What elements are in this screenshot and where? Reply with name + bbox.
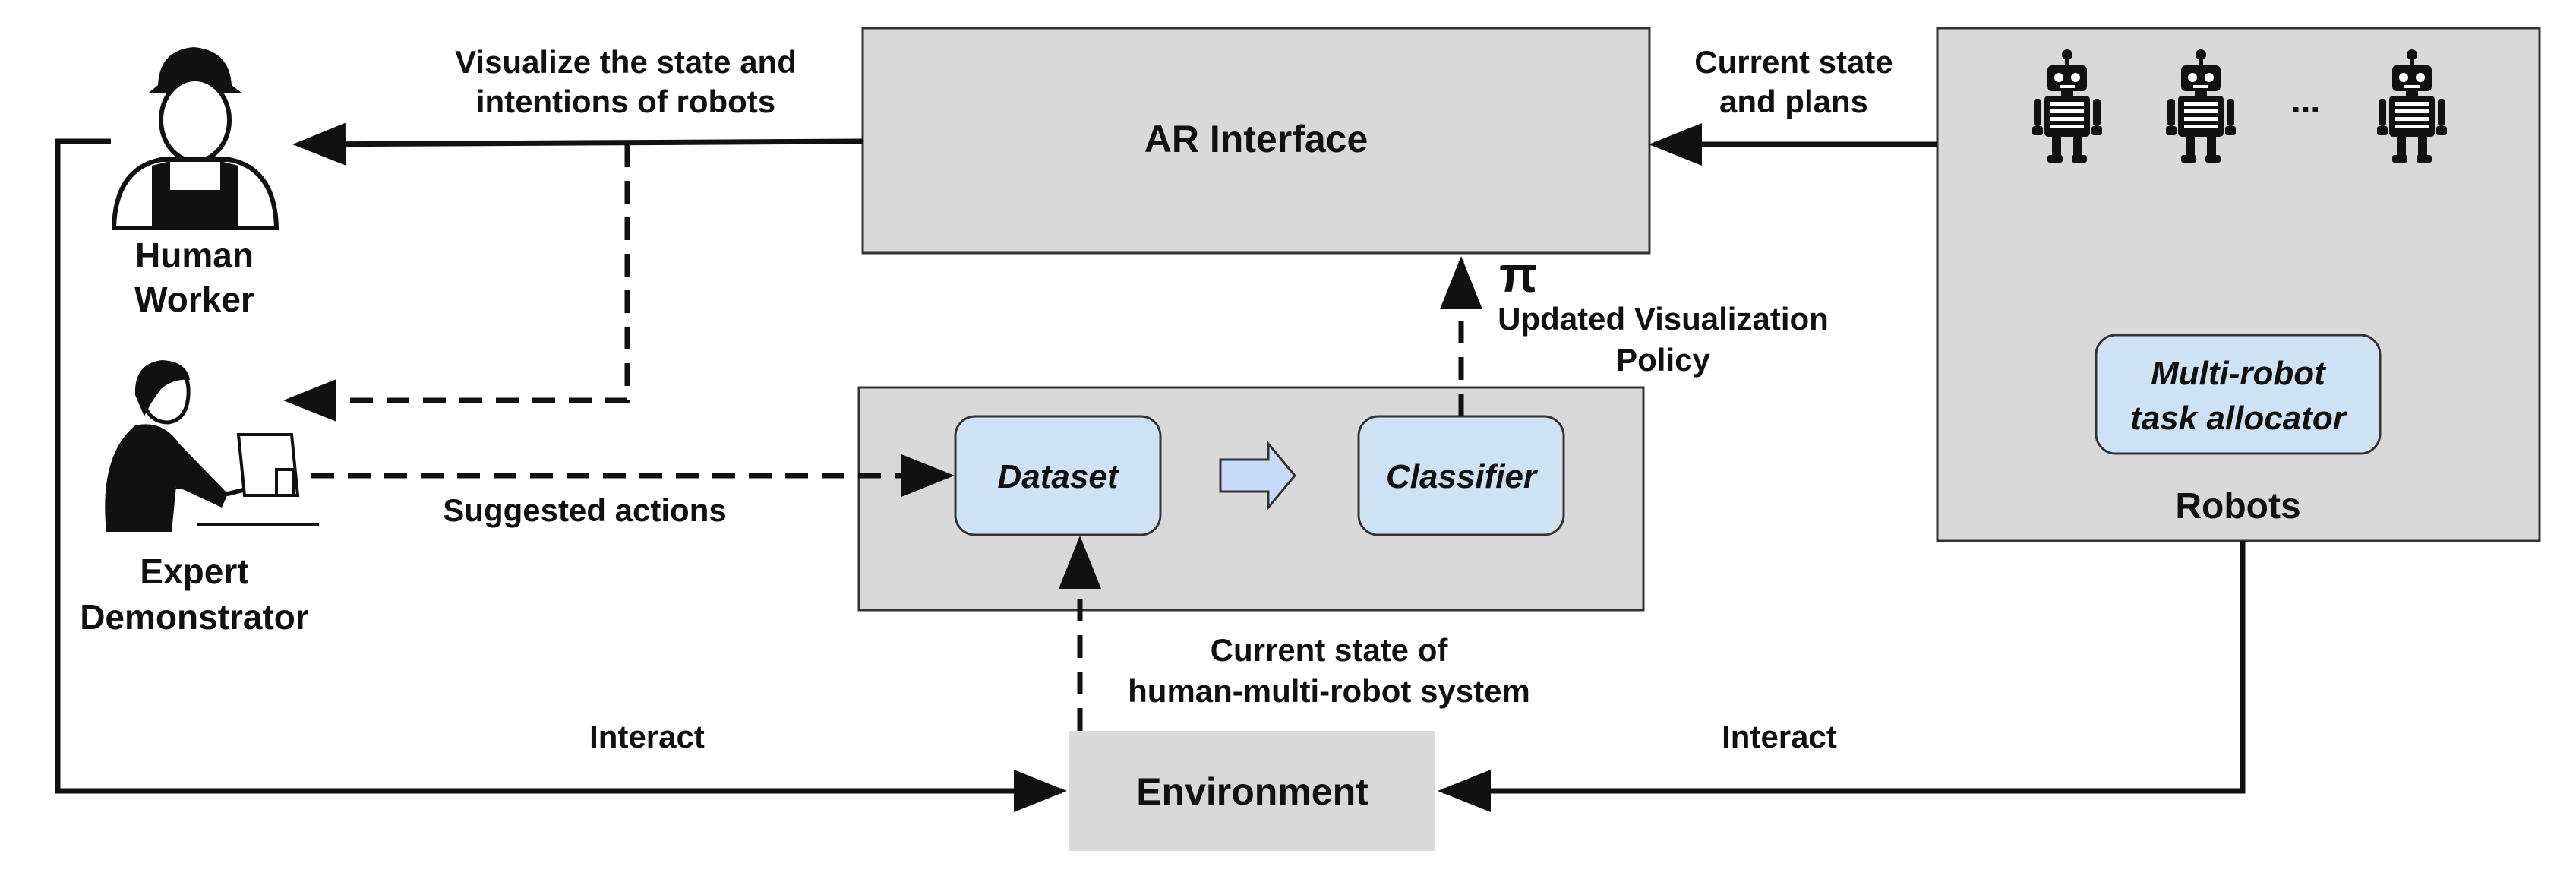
robot-ellipsis: ... <box>2291 81 2320 120</box>
environment-label: Environment <box>1136 770 1368 813</box>
system-state-label-1: Current state of <box>1211 632 1449 668</box>
policy-label-2: Policy <box>1616 342 1710 378</box>
human-worker-label-2: Worker <box>134 280 254 319</box>
ar-interface-box <box>861 27 1651 255</box>
block-arrow-icon <box>1219 440 1296 511</box>
expert-demonstrator-icon <box>105 360 319 532</box>
suggested-actions-label: Suggested actions <box>443 492 726 528</box>
classifier-label: Classifier <box>1386 458 1539 495</box>
policy-label-1: Updated Visualization <box>1498 301 1829 337</box>
current-state-label-2: and plans <box>1719 84 1868 119</box>
interact-left-label: Interact <box>589 719 705 754</box>
robots-interact-arrow <box>1438 541 2246 812</box>
dataset-label: Dataset <box>998 458 1120 495</box>
interact-right-label: Interact <box>1722 719 1837 754</box>
human-worker-label-1: Human <box>135 236 254 275</box>
robots-box <box>1936 27 2541 542</box>
human-interact-arrow <box>55 138 1067 812</box>
task-allocator-label-2: task allocator <box>2130 400 2348 437</box>
human-worker-icon <box>111 47 279 230</box>
ar-to-expert-dashed-arrow <box>283 144 630 422</box>
environment-box <box>1069 731 1435 851</box>
expert-label-2: Demonstrator <box>80 597 309 637</box>
task-allocator-box <box>2095 334 2382 455</box>
ar-interface-label: AR Interface <box>1144 118 1368 160</box>
task-allocator-label-1: Multi-robot <box>2151 355 2327 392</box>
dataset-box <box>954 415 1162 536</box>
expert-label-1: Expert <box>140 552 248 591</box>
system-state-label-2: human-multi-robot system <box>1128 673 1530 709</box>
robots-label: Robots <box>2175 486 2300 527</box>
pi-symbol: π <box>1499 246 1538 302</box>
ar-to-human-arrow <box>292 122 863 166</box>
visualize-label-1: Visualize the state and <box>455 44 797 80</box>
visualize-label-2: intentions of robots <box>476 84 775 119</box>
current-state-label-1: Current state <box>1694 44 1893 80</box>
